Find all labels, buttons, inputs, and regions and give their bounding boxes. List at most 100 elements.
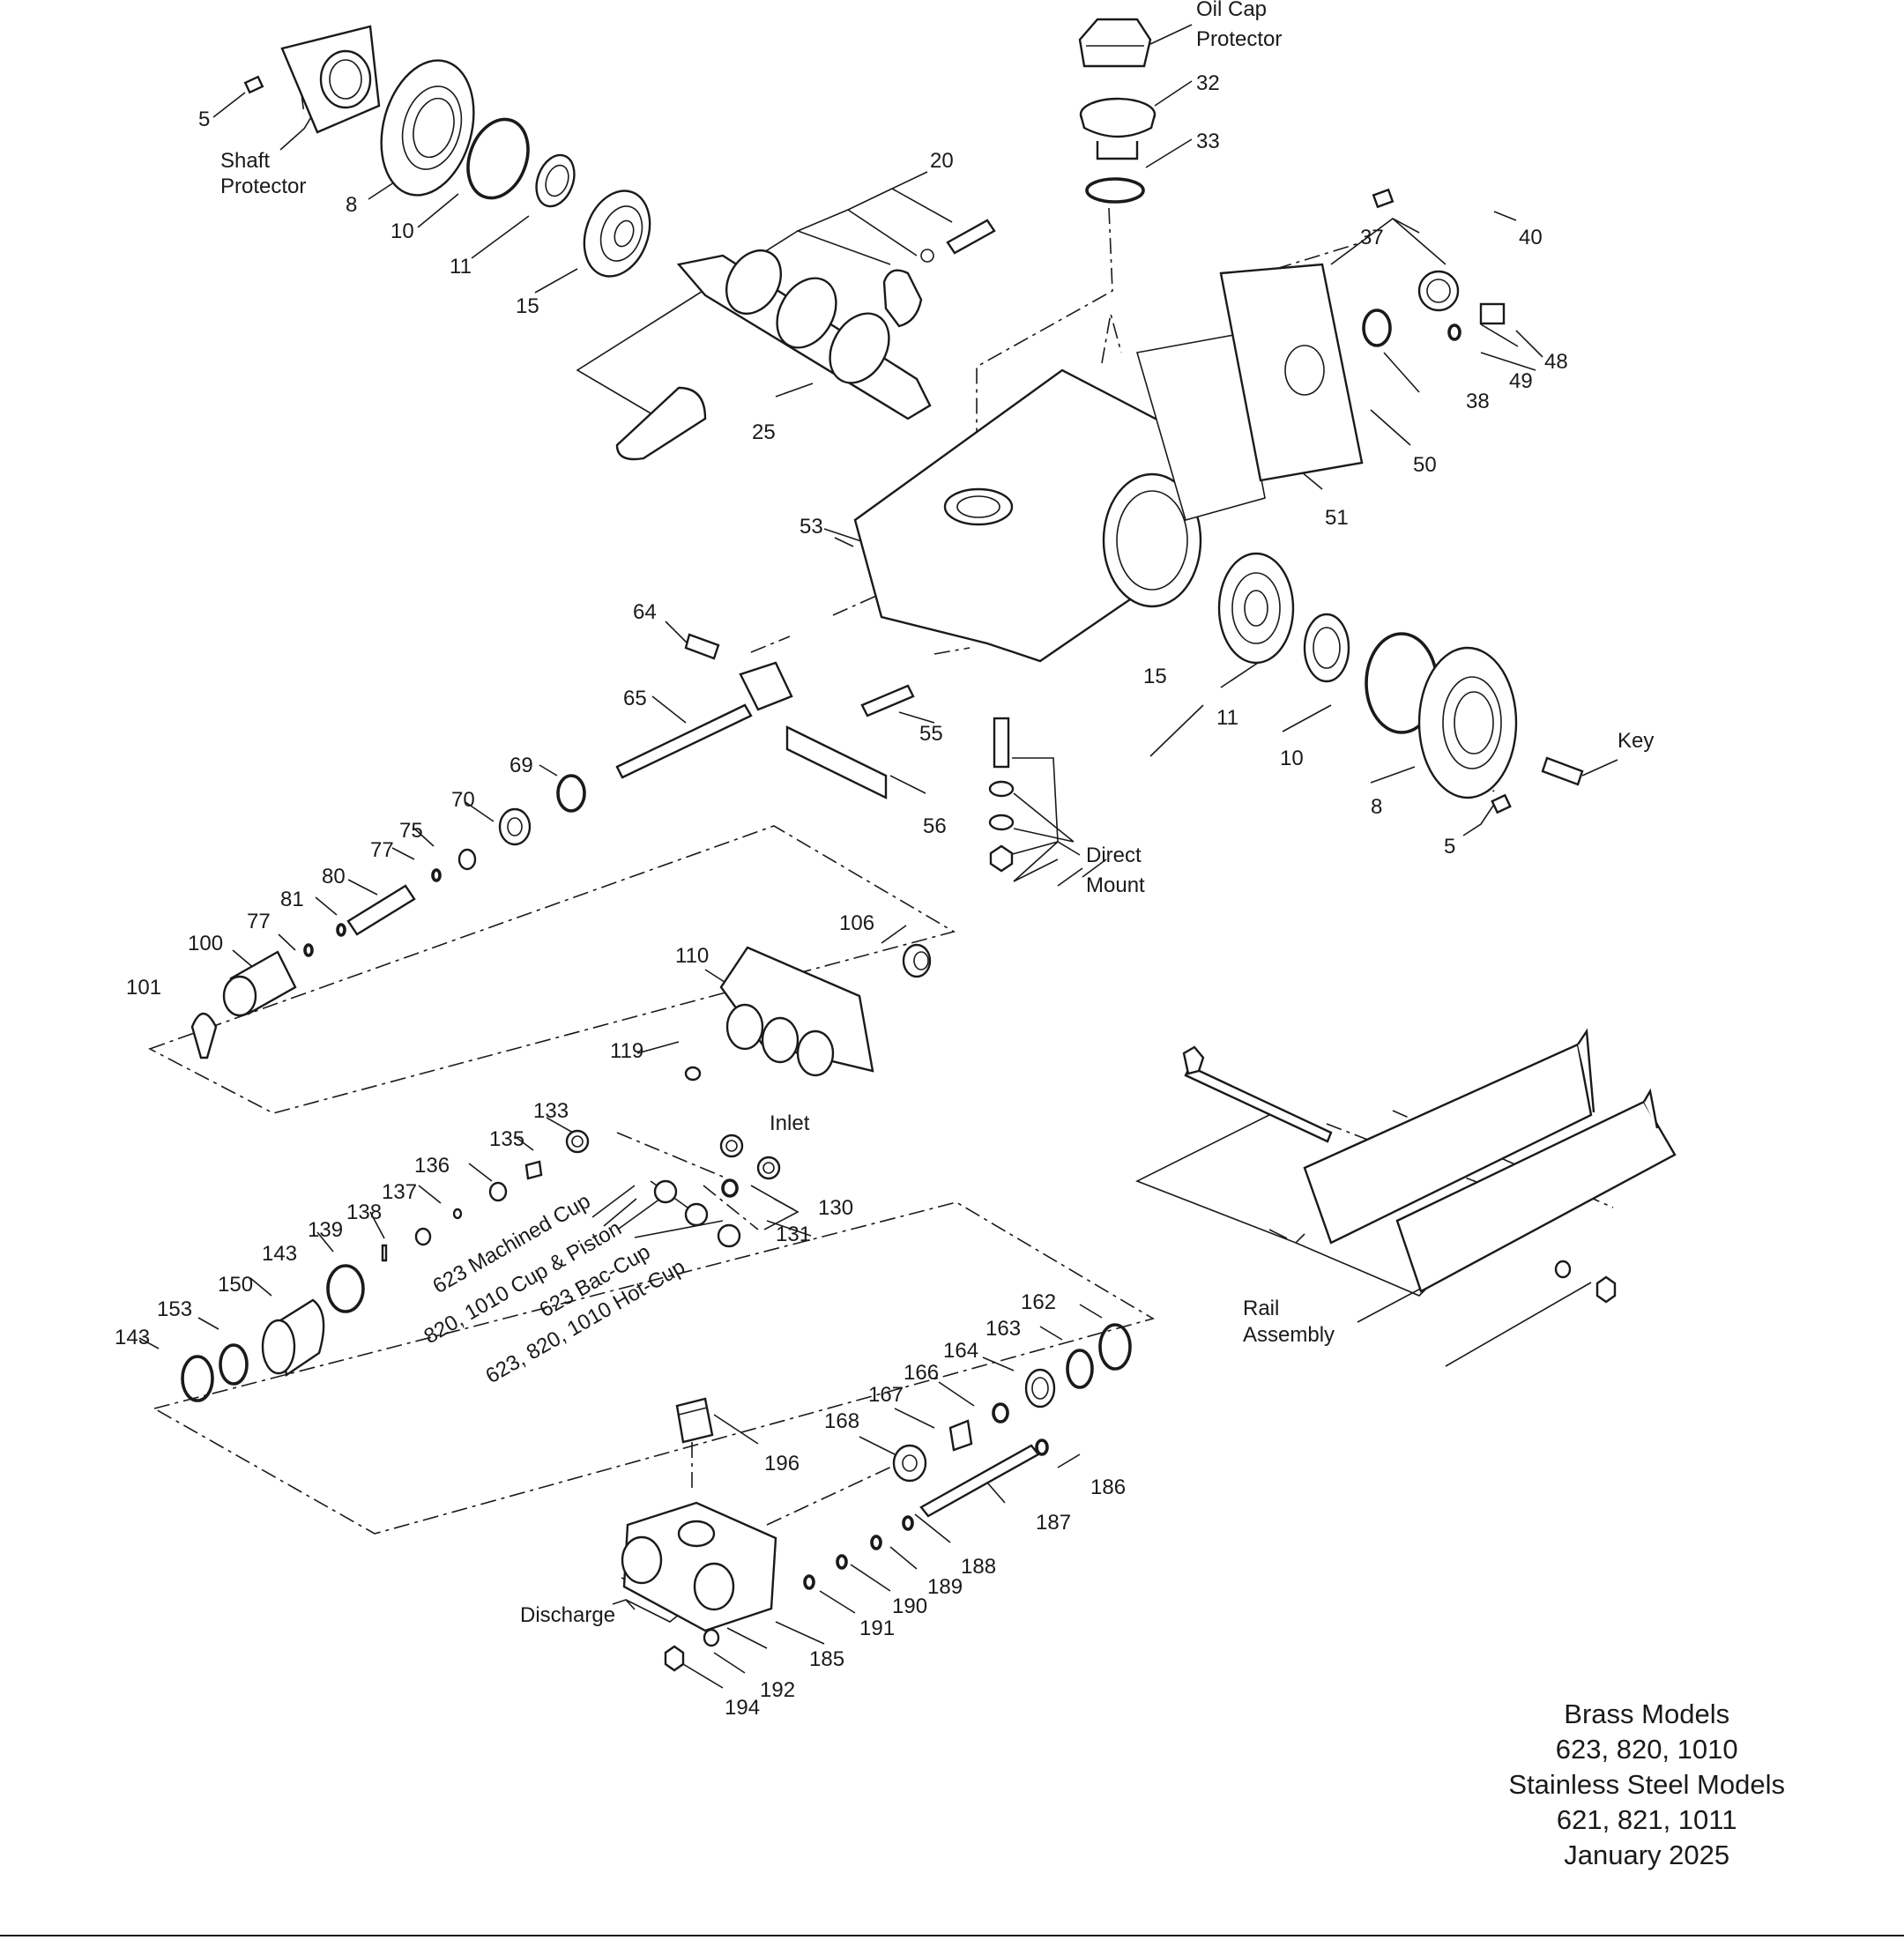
- part-number-10-top: 10: [390, 219, 414, 243]
- label-oil-cap-protector-line1: Oil Cap: [1196, 0, 1267, 21]
- label-oil-cap-protector-line2: Protector: [1196, 27, 1282, 51]
- part-number-167: 167: [868, 1383, 904, 1407]
- o-ring-143-upper: [326, 1264, 365, 1313]
- part-number-15-right: 15: [1143, 665, 1167, 688]
- stainless-steel-models-title: Stainless Steel Models: [1508, 1769, 1785, 1800]
- seal-130-upper: [719, 1134, 744, 1158]
- part-number-139: 139: [308, 1218, 343, 1242]
- callout-labels: Oil Cap Protector 32 33 5 Shaft Protecto…: [115, 0, 1654, 1720]
- leader-lines: [138, 24, 1618, 1689]
- part-number-20: 20: [930, 149, 954, 173]
- part-number-110: 110: [675, 944, 709, 968]
- connecting-rod-lower: [615, 386, 707, 461]
- part-number-5-right: 5: [1444, 835, 1455, 859]
- o-ring-81: [336, 923, 346, 937]
- pin-139: [381, 1244, 388, 1262]
- plunger-rod-187: [919, 1444, 1040, 1518]
- part-number-100: 100: [188, 932, 223, 955]
- label-discharge: Discharge: [520, 1603, 615, 1627]
- part-number-5-top: 5: [198, 108, 210, 131]
- part-number-194: 194: [725, 1696, 760, 1720]
- oil-cap-protector: [1078, 18, 1152, 68]
- part-number-188: 188: [961, 1555, 996, 1579]
- stud-55: [860, 684, 915, 717]
- label-inlet: Inlet: [770, 1111, 810, 1135]
- part-number-77-upper: 77: [370, 838, 394, 862]
- oil-seal-11-top: [535, 153, 576, 208]
- o-ring-186: [1035, 1438, 1049, 1456]
- wrist-pin-64: [684, 633, 720, 660]
- part-number-8-top: 8: [346, 193, 357, 217]
- part-number-50: 50: [1413, 453, 1437, 477]
- oil-cap: [1079, 97, 1157, 160]
- crankcase: [853, 368, 1202, 663]
- shaft-key: [1541, 756, 1584, 786]
- part-number-55: 55: [919, 722, 943, 746]
- part-number-191: 191: [859, 1617, 895, 1640]
- part-number-136: 136: [414, 1154, 450, 1178]
- brass-model-numbers: 623, 820, 1010: [1555, 1734, 1738, 1765]
- part-number-11-top: 11: [450, 255, 472, 279]
- o-ring-190: [836, 1554, 848, 1570]
- o-ring-163: [1066, 1349, 1094, 1389]
- part-number-130: 130: [818, 1196, 853, 1220]
- part-number-162: 162: [1021, 1290, 1056, 1314]
- o-ring-188: [902, 1515, 914, 1531]
- screw-5-top: [243, 75, 264, 94]
- part-number-150: 150: [218, 1273, 253, 1297]
- part-number-164: 164: [943, 1339, 978, 1363]
- part-number-143-upper: 143: [262, 1242, 297, 1266]
- discharge-manifold-185: [621, 1501, 777, 1632]
- part-number-37: 37: [1360, 226, 1384, 249]
- part-number-190: 190: [892, 1594, 927, 1618]
- washer-75: [457, 848, 477, 871]
- part-number-119: 119: [610, 1039, 643, 1063]
- part-number-186: 186: [1090, 1475, 1126, 1499]
- seal-retainer-106: [902, 943, 932, 978]
- rail-assembly: [1182, 1028, 1677, 1304]
- bac-cup-623: [684, 1202, 709, 1227]
- o-ring-10-top: [466, 117, 530, 200]
- model-info-block: Brass Models 623, 820, 1010 Stainless St…: [1508, 1697, 1785, 1873]
- gasket-38: [1362, 308, 1392, 347]
- part-number-187: 187: [1036, 1511, 1071, 1535]
- o-ring-49: [1447, 323, 1461, 341]
- part-number-25: 25: [752, 420, 776, 444]
- o-ring-162: [1098, 1323, 1132, 1371]
- plug-196: [675, 1397, 714, 1444]
- part-number-137: 137: [382, 1180, 417, 1204]
- part-number-77-lower: 77: [247, 910, 271, 933]
- drain-plug-37: [1417, 270, 1460, 312]
- part-number-15-top: 15: [516, 294, 539, 318]
- nut-138: [414, 1227, 432, 1246]
- valve-166: [992, 1402, 1009, 1423]
- shaft-protector: [280, 25, 381, 134]
- washer-137: [452, 1208, 463, 1220]
- part-number-51: 51: [1325, 506, 1349, 530]
- bearing-cover-8-right: [1417, 646, 1518, 799]
- brass-models-title: Brass Models: [1564, 1698, 1730, 1729]
- part-number-143-lower: 143: [115, 1326, 150, 1349]
- page-bottom-rule: [0, 1935, 1904, 1936]
- part-number-11-right: 11: [1216, 706, 1238, 730]
- oil-seal-11-right: [1303, 613, 1350, 683]
- washer-192: [703, 1628, 720, 1647]
- plunger-rod-65: [615, 661, 793, 779]
- part-number-64: 64: [633, 600, 657, 624]
- machined-cup-133: [565, 1129, 590, 1154]
- part-number-40: 40: [1519, 226, 1543, 249]
- part-number-163: 163: [985, 1317, 1021, 1341]
- part-number-138: 138: [346, 1200, 382, 1224]
- rear-cover-gasket: [1135, 334, 1266, 521]
- part-number-75: 75: [399, 819, 423, 843]
- label-direct-mount-line2: Mount: [1086, 873, 1145, 897]
- part-number-196: 196: [764, 1452, 800, 1475]
- part-number-166: 166: [904, 1361, 939, 1385]
- valve-seat-164: [1024, 1368, 1056, 1409]
- o-ring-77-a: [431, 868, 442, 882]
- part-number-33: 33: [1196, 130, 1220, 153]
- ceramic-plunger-80: [346, 884, 416, 936]
- bearing-cover-8-top: [380, 59, 475, 197]
- label-key: Key: [1618, 729, 1654, 753]
- label-rail-assembly-line1: Rail: [1243, 1297, 1279, 1320]
